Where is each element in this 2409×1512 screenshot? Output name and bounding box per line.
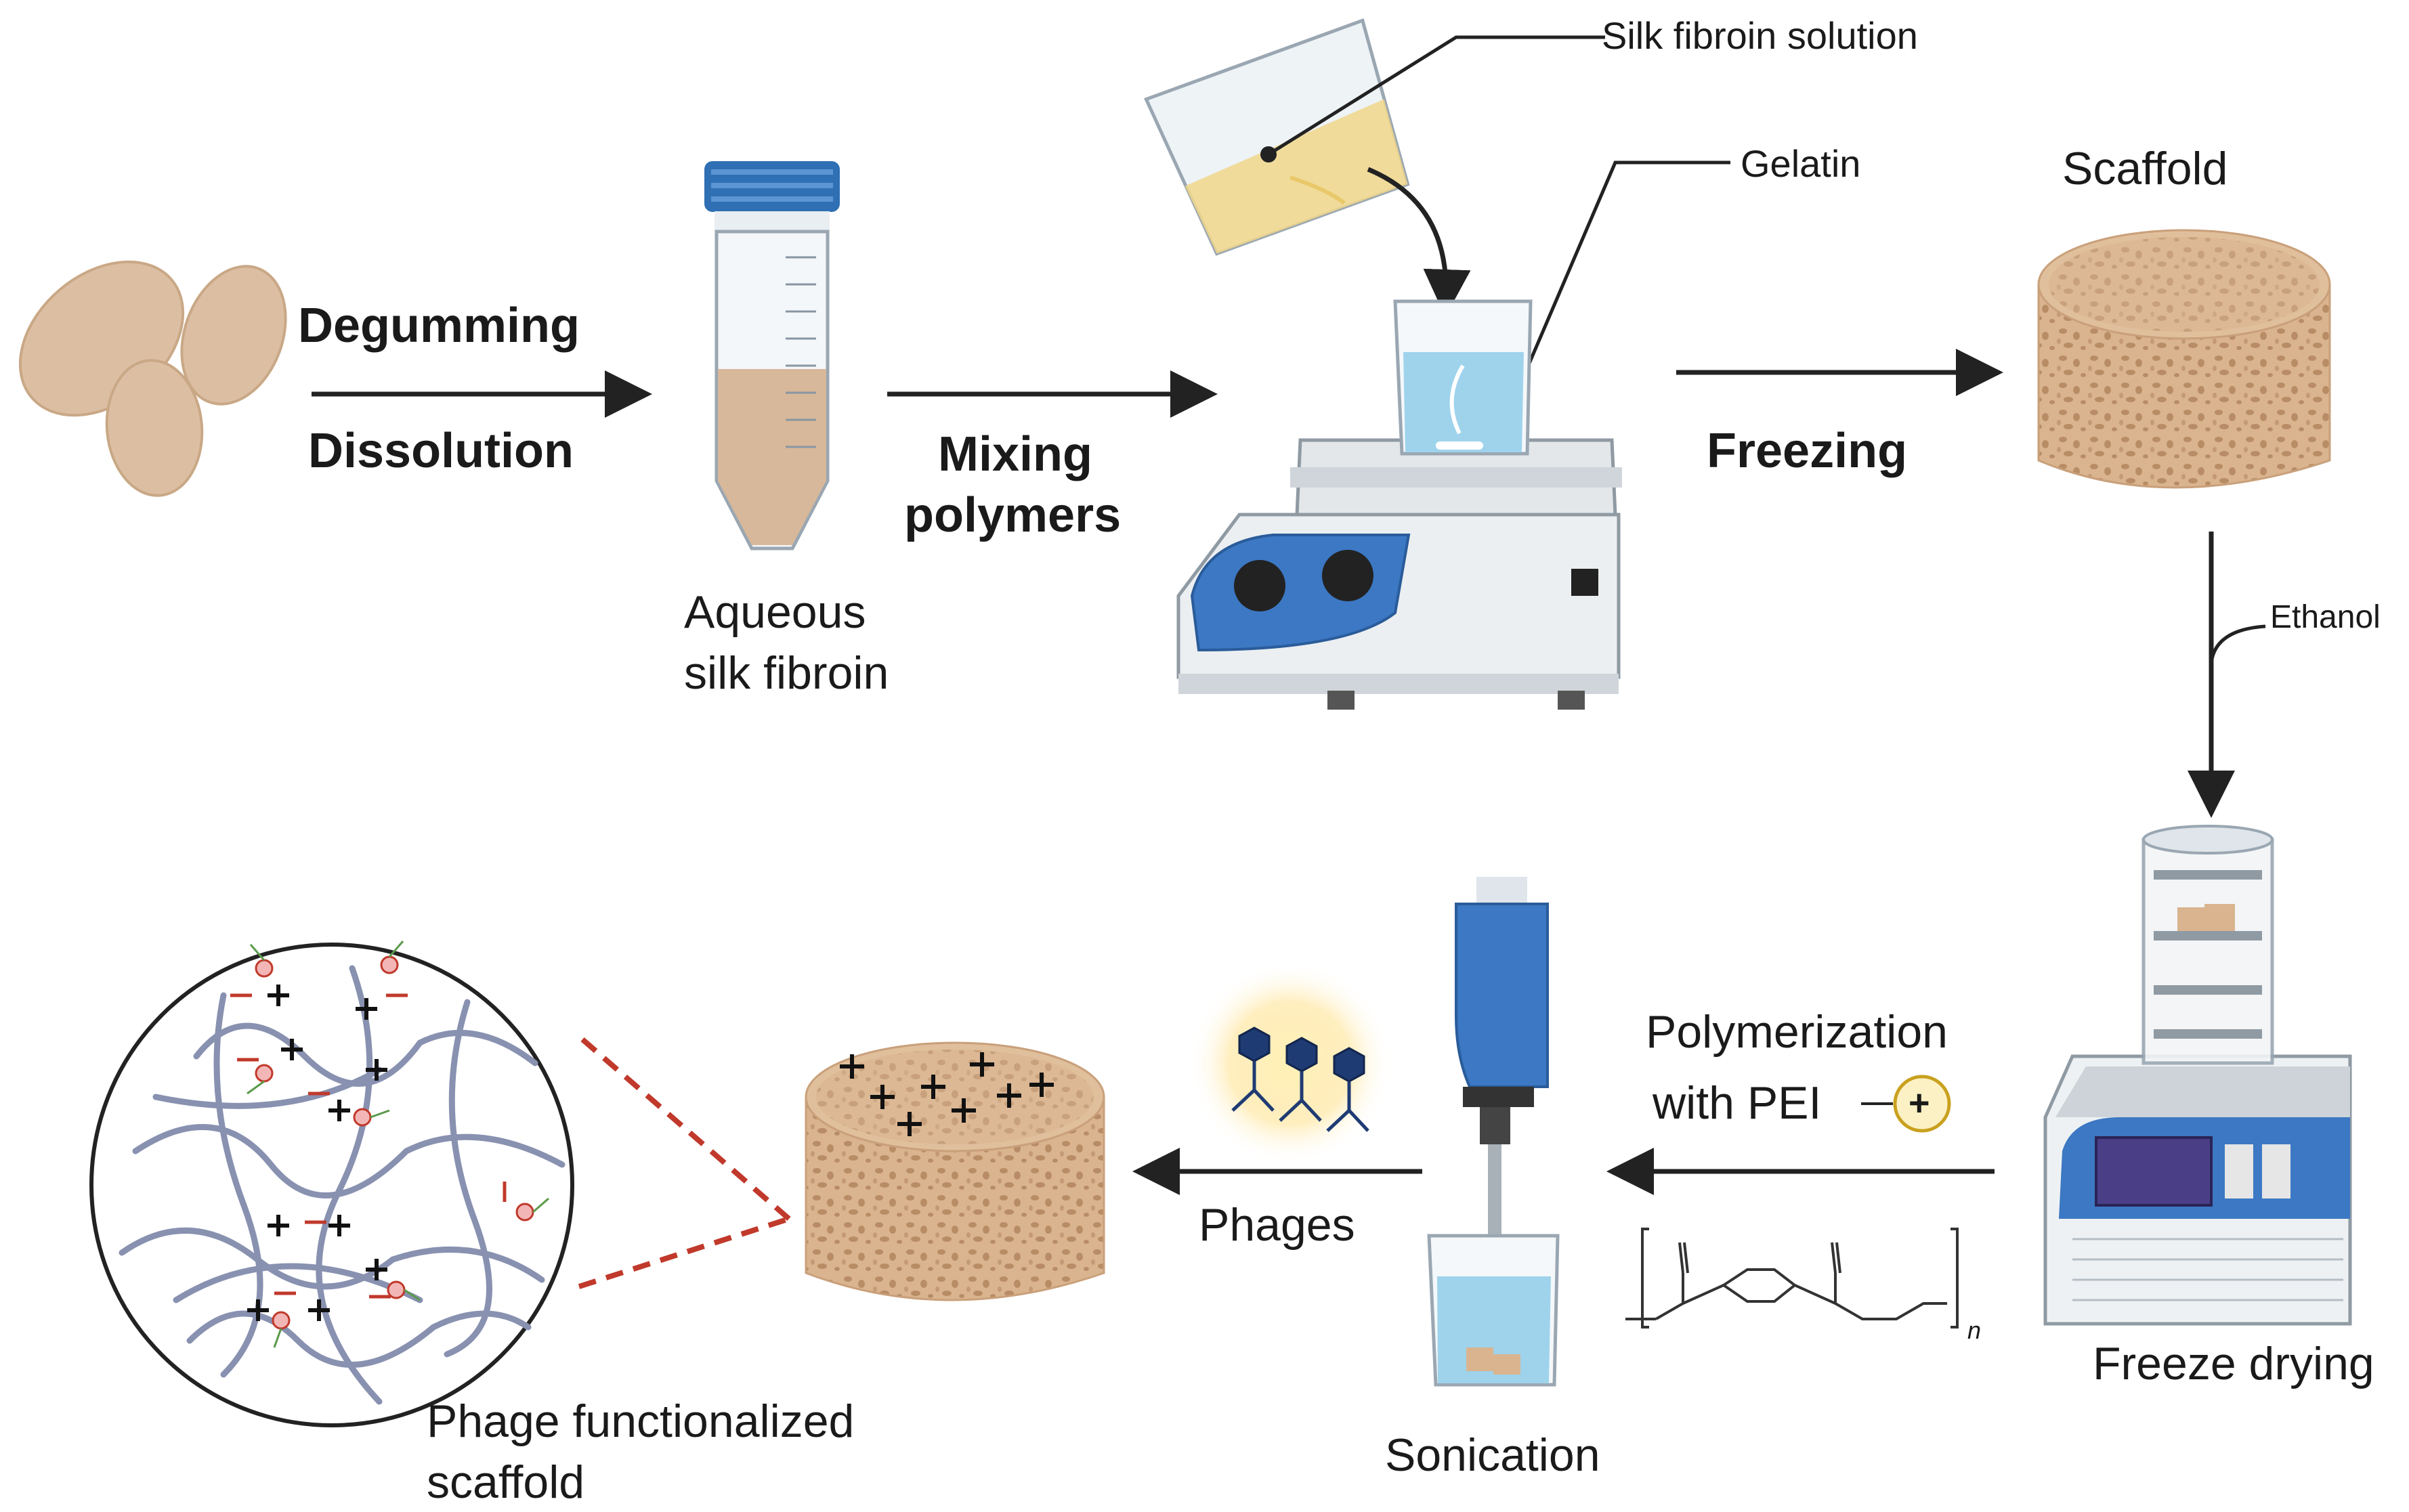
leader-silk-solution <box>1267 35 1605 156</box>
leader-gelatin <box>1512 160 1730 399</box>
label-freeze-drying: Freeze drying <box>2093 1338 2374 1389</box>
sonicator-icon <box>1427 877 1560 1387</box>
label-degumming: Degumming <box>298 299 580 353</box>
label-aqueous-line1: Aqueous <box>684 586 866 638</box>
label-plus-sign: + <box>1909 1083 1930 1123</box>
label-polymerization-line2: with PEI <box>1653 1077 1822 1129</box>
pouring-beaker-icon <box>1143 18 1410 256</box>
zoom-line-top <box>580 1037 791 1222</box>
label-phages: Phages <box>1199 1199 1355 1251</box>
magnetic-stirrer-icon <box>1176 299 1622 710</box>
pour-stream <box>1289 175 1346 205</box>
label-scaffold: Scaffold <box>2062 143 2228 194</box>
label-polymerization-line1: Polymerization <box>1646 1006 1948 1058</box>
phages-icon <box>1189 962 1392 1165</box>
silk-cocoons-icon <box>18 260 287 497</box>
freeze-dryer-icon <box>2043 825 2352 1326</box>
label-ethanol: Ethanol <box>2270 599 2381 635</box>
label-gelatin: Gelatin <box>1741 142 1861 185</box>
label-mixing-line1: Mixing <box>938 427 1092 481</box>
label-mixing-line2: polymers <box>904 488 1122 542</box>
functionalized-scaffold-icon <box>805 1041 1105 1301</box>
label-dissolution: Dissolution <box>308 424 574 478</box>
pour-arrow <box>1367 167 1471 317</box>
label-phage-func-line1: Phage functionalized <box>427 1396 855 1447</box>
polymer-structure-icon <box>1625 1228 1959 1329</box>
label-sonication: Sonication <box>1385 1429 1600 1481</box>
scaffold-icon <box>2037 229 2331 489</box>
label-phage-func-line2: scaffold <box>427 1456 585 1508</box>
label-aqueous-line2: silk fibroin <box>684 647 889 699</box>
magnified-view <box>89 941 574 1427</box>
zoom-line-bottom <box>578 1216 790 1289</box>
falcon-tube-icon <box>704 161 840 550</box>
label-polymer-n: n <box>1967 1316 1982 1344</box>
label-silk-fibroin-solution: Silk fibroin solution <box>1602 14 1918 57</box>
label-freezing: Freezing <box>1707 424 1908 478</box>
positive-charge-icon <box>1893 1075 1951 1133</box>
